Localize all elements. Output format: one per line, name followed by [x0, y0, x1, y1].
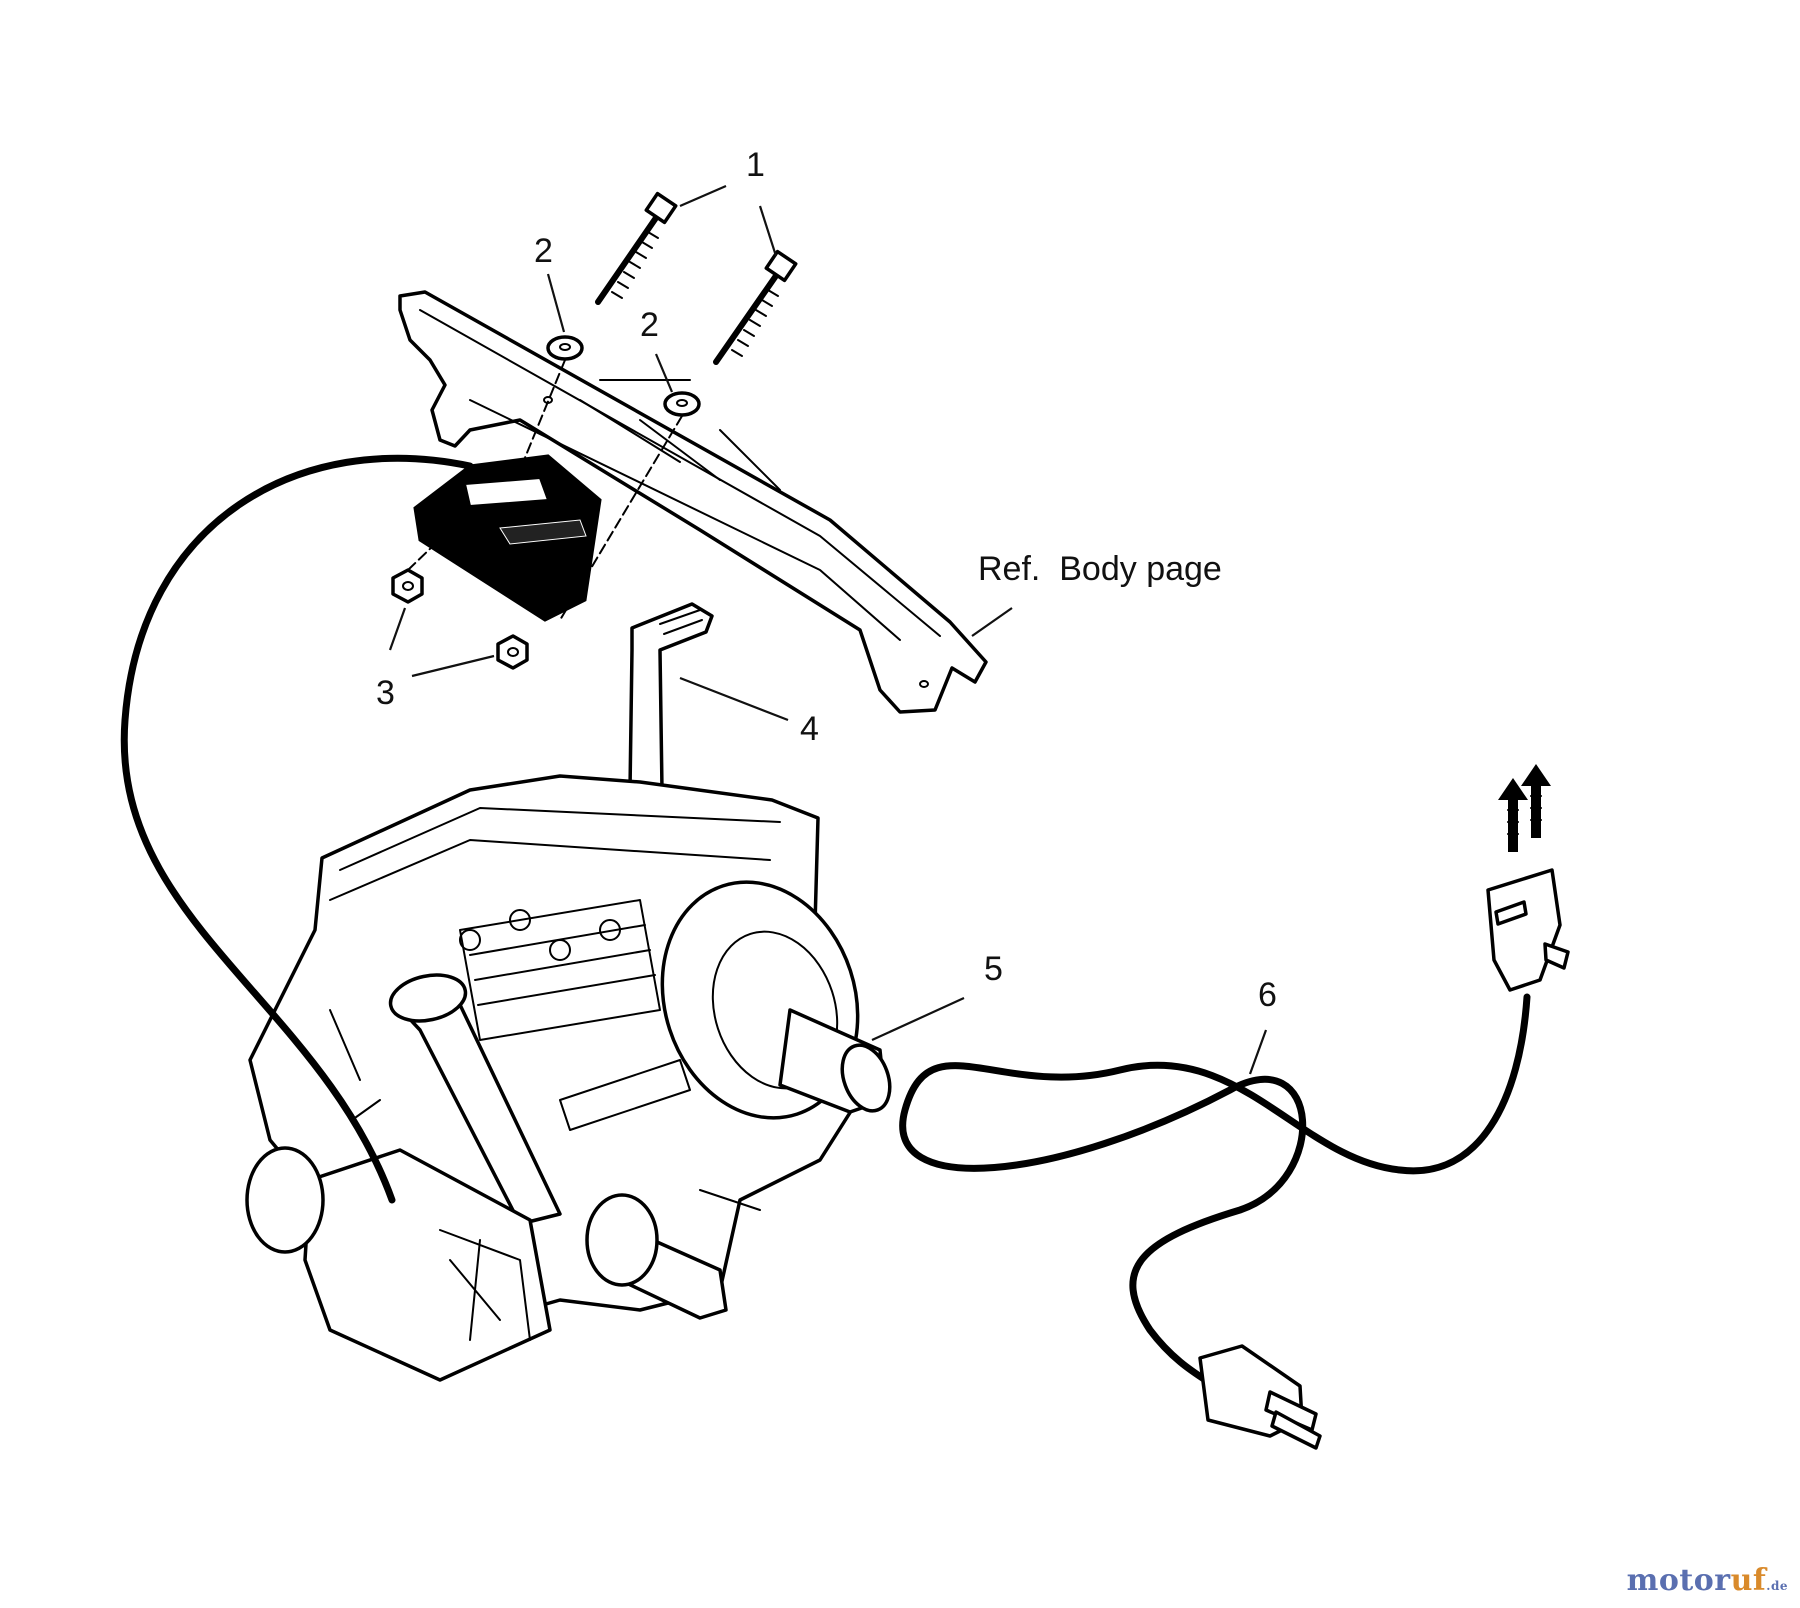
leader-1b [758, 205, 778, 257]
bolt-icon [713, 249, 798, 365]
bracket-icon [398, 290, 988, 714]
callout-2a: 2 [534, 232, 553, 270]
watermark-part-a: motor [1626, 1563, 1731, 1598]
starter-wire [120, 454, 474, 1204]
callout-6: 6 [1258, 976, 1277, 1014]
leader-2a [546, 273, 566, 333]
leader-3a [388, 607, 407, 651]
watermark-part-b: uf [1730, 1563, 1767, 1598]
callout-1: 1 [746, 146, 765, 184]
washer-icon [546, 335, 584, 361]
starter-box-icon [413, 454, 602, 622]
leader-ref [971, 607, 1013, 637]
arrow-up-icon [1498, 764, 1551, 852]
callout-5: 5 [984, 950, 1003, 988]
reference-label: Ref. Body page [978, 550, 1222, 588]
callout-4: 4 [800, 710, 819, 748]
nut-icon [391, 568, 424, 604]
bolt-icon [595, 191, 678, 305]
watermark-suffix: .de [1766, 1579, 1788, 1593]
leader-4 [679, 676, 789, 722]
washer-icon [663, 391, 701, 417]
crank-handle-icon [628, 602, 714, 802]
engine-icon [245, 774, 892, 1382]
callout-3: 3 [376, 674, 395, 712]
leader-2b [654, 353, 674, 393]
leader-5 [871, 996, 965, 1042]
leader-6 [1248, 1029, 1268, 1075]
callout-2b: 2 [640, 306, 659, 344]
nut-icon [496, 634, 529, 670]
watermark-logo: motoruf.de [1627, 1563, 1788, 1598]
leader-3b [411, 654, 495, 678]
leader-1a [679, 184, 727, 208]
power-cord-icon [899, 868, 1570, 1450]
